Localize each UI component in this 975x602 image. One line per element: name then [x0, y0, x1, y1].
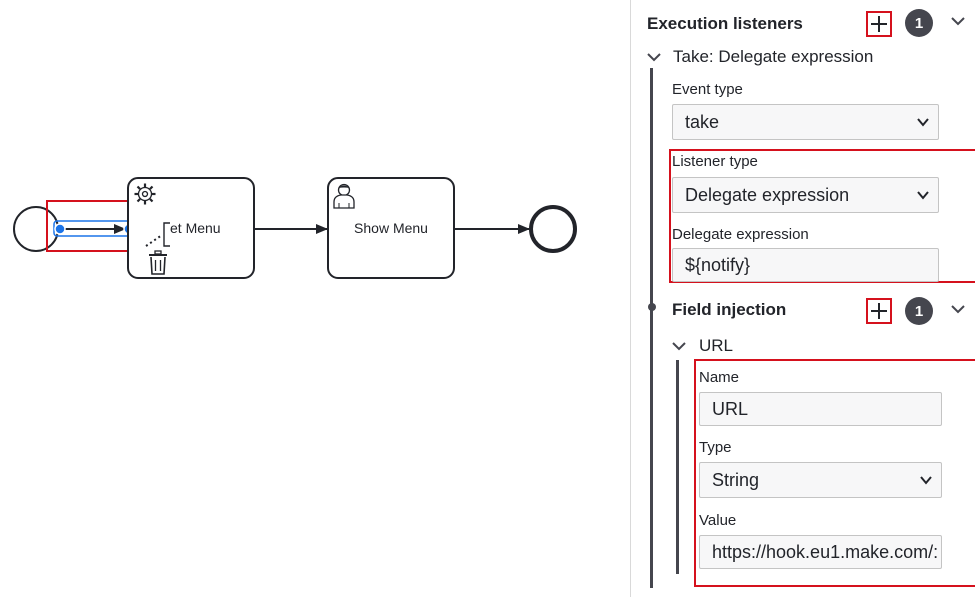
field-config-highlight — [694, 359, 975, 587]
plus-icon — [871, 303, 887, 319]
diagram-svg: et Menu Show Menu — [13, 177, 577, 279]
user-task-label: Show Menu — [354, 220, 428, 236]
listener-entry-chevron-icon[interactable] — [647, 53, 661, 63]
field-group-line — [676, 360, 679, 574]
event-type-label: Event type — [672, 81, 743, 98]
service-task-get-menu[interactable]: et Menu — [127, 177, 255, 279]
plus-icon — [871, 16, 887, 32]
association-connect-icon[interactable] — [145, 234, 163, 247]
event-type-value: take — [685, 111, 720, 132]
field-injection-count-badge: 1 — [905, 297, 933, 325]
user-task-show-menu[interactable]: Show Menu — [327, 177, 455, 279]
execution-listeners-count-badge: 1 — [905, 9, 933, 37]
user-icon — [333, 183, 355, 209]
listener-type-value: Delegate expression — [685, 184, 850, 205]
chevron-down-icon — [917, 118, 929, 127]
delegate-expression-input[interactable]: ${notify} — [672, 248, 939, 282]
text-annotation-icon[interactable] — [163, 222, 170, 247]
field-injection-collapse-chevron-icon[interactable] — [951, 305, 965, 315]
selected-sequence-flow[interactable] — [53, 220, 135, 237]
field-entry-title[interactable]: URL — [699, 336, 734, 355]
add-execution-listener-button[interactable] — [866, 11, 892, 37]
chevron-down-icon — [920, 476, 932, 485]
field-value-input[interactable]: https://hook.eu1.make.com/: — [699, 535, 942, 569]
field-name-label: Name — [699, 369, 740, 386]
listener-config-highlight — [669, 149, 975, 283]
group-node-dot — [648, 303, 656, 311]
field-type-select[interactable]: String — [699, 462, 942, 498]
gear-icon — [134, 183, 156, 205]
field-name-input[interactable]: URL — [699, 392, 942, 426]
listener-type-select[interactable]: Delegate expression — [672, 177, 939, 213]
field-entry-chevron-icon[interactable] — [672, 342, 686, 352]
flow-handle-start[interactable] — [54, 223, 66, 235]
execution-listeners-collapse-chevron-icon[interactable] — [951, 17, 965, 27]
chevron-down-icon — [917, 191, 929, 200]
listener-group-line — [650, 68, 653, 588]
listener-type-label: Listener type — [672, 153, 758, 170]
execution-listeners-title: Execution listeners — [647, 14, 803, 33]
field-injection-title: Field injection — [672, 300, 787, 319]
service-task-label: et Menu — [170, 220, 221, 236]
field-type-value: String — [712, 469, 760, 490]
add-field-injection-button[interactable] — [866, 298, 892, 324]
bpmn-canvas[interactable]: et Menu Show Menu — [0, 0, 630, 597]
delegate-expression-label: Delegate expression — [672, 226, 809, 243]
listener-entry-title[interactable]: Take: Delegate expression — [673, 47, 874, 66]
field-type-label: Type — [699, 439, 732, 456]
start-event[interactable] — [13, 206, 59, 252]
event-type-select[interactable]: take — [672, 104, 939, 140]
trash-icon[interactable] — [149, 250, 167, 275]
field-value-label: Value — [699, 512, 737, 529]
properties-panel: Execution listeners 1 Take: Delegate exp… — [630, 0, 975, 597]
end-event[interactable] — [529, 205, 577, 253]
